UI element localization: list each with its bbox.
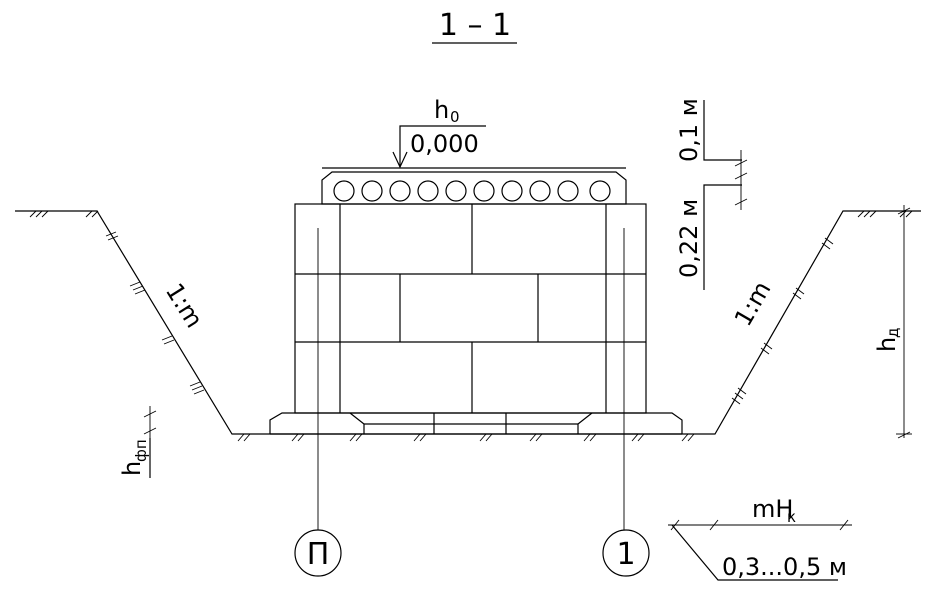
elevation-mark: h 0 0,000 (392, 96, 486, 169)
slab-dimensions: 0,1 м 0,22 м (675, 98, 748, 290)
elevation-symbol: h (434, 96, 449, 124)
slope-label-right: 1:m (729, 277, 777, 331)
ground-hatching (29, 210, 913, 442)
elevation-value: 0,000 (410, 130, 479, 158)
wall-blocks (294, 203, 647, 414)
dim-sand-cushion-symbol: h (118, 461, 146, 476)
axis-marker-1-label: 1 (616, 537, 635, 572)
axis-marker-p: П (294, 529, 342, 577)
axis-marker-p-label: П (307, 537, 330, 572)
berm-top-symbol: mH (752, 495, 793, 523)
foundation-slab (269, 412, 683, 435)
dim-pit-depth-symbol: h (873, 337, 901, 352)
pit-outline (15, 210, 921, 435)
section-title: 1 – 1 (439, 8, 511, 43)
sand-cushion-dimension: h фп (118, 406, 157, 478)
elevation-subscript: 0 (450, 108, 460, 126)
axis-lines (317, 228, 625, 530)
hollow-core-slab (321, 167, 627, 205)
pit-depth-dimension: h д (873, 205, 912, 439)
slope-label-left: 1:m (160, 278, 209, 332)
dim-slab-thickness: 0,1 м (675, 98, 703, 162)
dim-gap: 0,22 м (675, 199, 703, 278)
berm-bottom-label: 0,3...0,5 м (722, 553, 847, 581)
dim-sand-cushion-subscript: фп (132, 439, 150, 462)
dim-pit-depth-subscript: д (884, 328, 902, 338)
berm-dimension: mH к 0,3...0,5 м (668, 495, 852, 581)
berm-top-subscript: к (787, 508, 796, 526)
axis-marker-1: 1 (602, 529, 650, 577)
